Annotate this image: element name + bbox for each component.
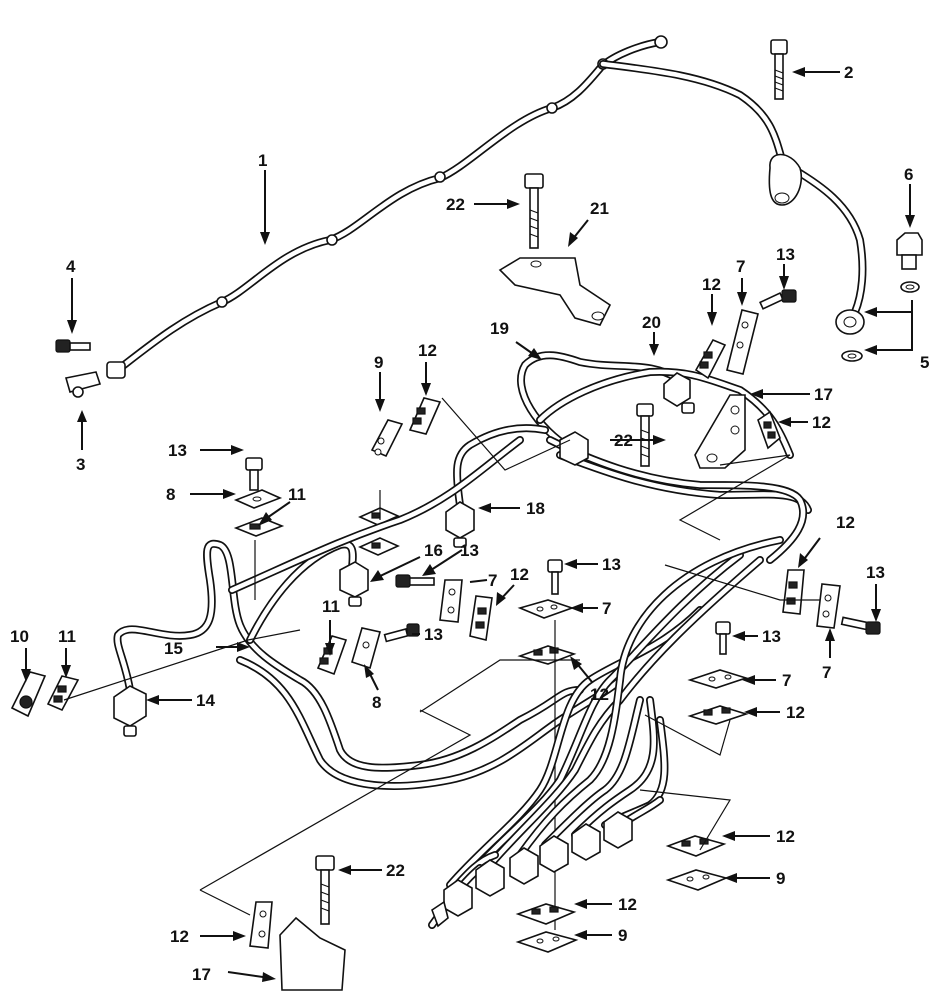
callout-6: 6: [904, 165, 913, 184]
callout-2: 2: [844, 63, 853, 82]
part-18-injection-line: [445, 424, 549, 548]
callout-5: 5: [920, 353, 929, 372]
callout-13-right: 13: [762, 627, 781, 646]
callout-7-mid-left: 7: [488, 571, 497, 590]
part-10-nut-plate: [10, 671, 47, 718]
callout-11-upper: 11: [288, 485, 306, 504]
clamp-group-9-12: [370, 397, 442, 458]
part-21-bracket: [498, 257, 612, 326]
callout-12-far-right: 12: [836, 513, 855, 532]
callout-7-right: 7: [782, 671, 791, 690]
callout-13-center: 13: [602, 555, 621, 574]
clamp-group-mid-left: [316, 574, 493, 676]
callout-9-bottom-center: 9: [618, 926, 627, 945]
part-17-bracket-bottom: [249, 855, 346, 991]
callout-13-mid-left: 13: [424, 625, 443, 644]
callout-12-bottom-right: 12: [776, 827, 795, 846]
part-14-15-16-injection-lines-front: [113, 436, 624, 790]
callout-9-upper: 9: [374, 353, 383, 372]
callout-22-mid: 22: [614, 431, 633, 450]
callout-12-upper: 12: [418, 341, 437, 360]
callout-17-right: 17: [814, 385, 833, 404]
callout-9-bottom-right: 9: [776, 869, 785, 888]
callout-20: 20: [642, 313, 661, 332]
clamp-stack-left: [233, 457, 400, 556]
clamp-stack-bottom: [515, 835, 729, 953]
callout-18: 18: [526, 499, 545, 518]
part-4-bolt: [55, 339, 91, 353]
callout-7-upper: 7: [736, 257, 745, 276]
callout-13-far-right: 13: [866, 563, 885, 582]
callout-10: 10: [10, 627, 29, 646]
callout-22-top: 22: [446, 195, 465, 214]
part-17-bracket-right: [694, 394, 746, 469]
callout-14: 14: [196, 691, 215, 710]
callout-21: 21: [590, 199, 609, 218]
part-2-bolt: [768, 39, 802, 206]
part-5-washer: [841, 350, 863, 362]
part-6-banjo-bolt: [896, 232, 923, 293]
callout-17-bottom: 17: [192, 965, 211, 984]
part-11-clip-left: [46, 675, 80, 712]
part-3-clip: [64, 371, 102, 398]
callout-12-center: 12: [590, 685, 609, 704]
callout-12-mid-left: 12: [510, 565, 529, 584]
banjo-fitting-right: [835, 309, 865, 335]
callout-4: 4: [66, 257, 76, 276]
callout-13-mid: 13: [460, 541, 479, 560]
callout-13-left: 13: [168, 441, 187, 460]
callout-7-far-right: 7: [822, 663, 831, 682]
callout-11-mid: 11: [322, 597, 340, 616]
callout-3: 3: [76, 455, 85, 474]
callout-12-right: 12: [812, 413, 831, 432]
callout-1: 1: [258, 151, 267, 170]
callout-12-bottom-center: 12: [618, 895, 637, 914]
callout-12-bottom-left: 12: [170, 927, 189, 946]
callout-arrows: [21, 67, 915, 982]
callout-12-top-right: 12: [702, 275, 721, 294]
callout-22-bottom: 22: [386, 861, 405, 880]
callout-19: 19: [490, 319, 509, 338]
callout-12-right-lower: 12: [786, 703, 805, 722]
callout-8-mid: 8: [372, 693, 381, 712]
callout-11-left: 11: [58, 627, 76, 646]
callout-15: 15: [164, 639, 183, 658]
part-19-20-injection-lines-rear: [517, 351, 812, 564]
injection-lines-bundle-center: [428, 536, 784, 929]
clamp-group-upper-right: [694, 289, 797, 450]
guide-lines: [63, 397, 820, 916]
clamp-group-right: [782, 569, 881, 635]
callout-16: 16: [424, 541, 443, 560]
part-22-bolt-top: [524, 173, 544, 249]
callout-13-top-right: 13: [776, 245, 795, 264]
callout-8-left: 8: [166, 485, 175, 504]
clamp-stack-right: [687, 621, 749, 725]
callout-7-center: 7: [602, 599, 611, 618]
callout-labels: 1 2 3 4 5 6 7 8 9 10 11 12 13 14 15 16 1…: [10, 63, 929, 984]
part-1-return-line: [106, 35, 867, 379]
